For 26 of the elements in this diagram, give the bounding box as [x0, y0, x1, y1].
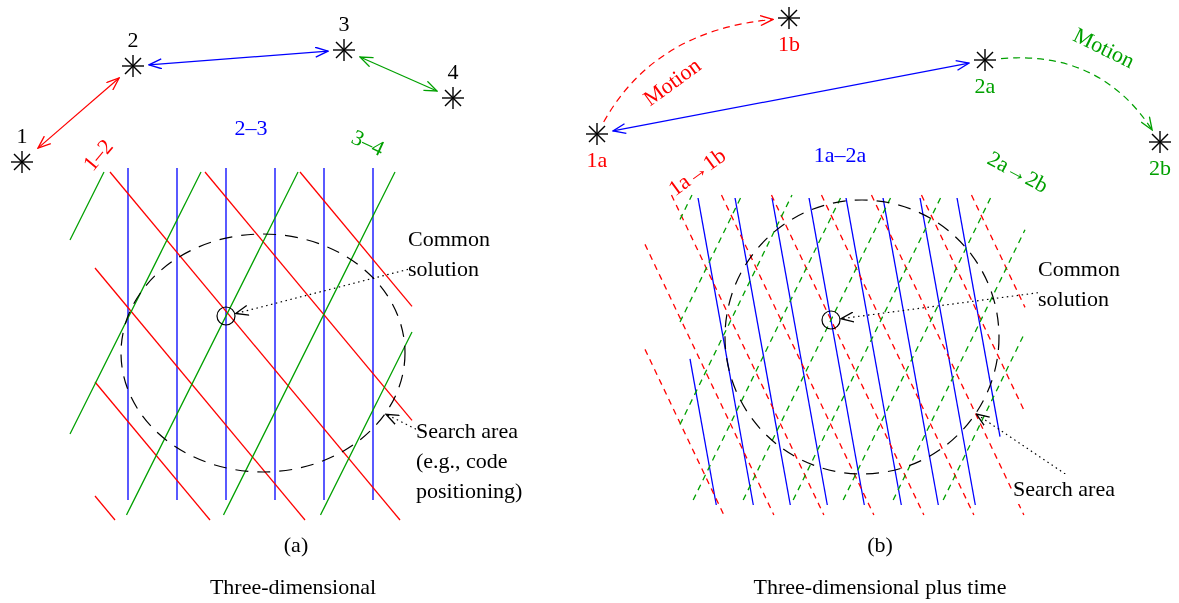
- arrow: [1000, 57, 1153, 131]
- point-label: 1: [16, 122, 28, 150]
- point-label: 1b: [778, 30, 800, 58]
- text-label: Three-dimensional: [209, 576, 377, 598]
- arrow: [612, 59, 970, 135]
- arrow: [37, 77, 120, 149]
- leader-line: [235, 268, 409, 316]
- leader-line: [840, 292, 1039, 323]
- leader-line: [975, 413, 1066, 475]
- point-label: 2a: [974, 72, 996, 100]
- point-label: 4: [447, 58, 459, 86]
- arrow: [359, 56, 438, 92]
- point-label: 3: [338, 10, 350, 38]
- text-label: 2–3: [234, 117, 268, 139]
- text-label: (b): [867, 534, 893, 556]
- arrow: [148, 46, 329, 70]
- point-label: 2: [127, 26, 139, 54]
- arrow: [603, 15, 774, 123]
- text-label: (a): [283, 534, 309, 556]
- point-label: 1a: [586, 146, 608, 174]
- text-label: 1–2: [78, 135, 118, 175]
- point-label: 2b: [1149, 154, 1171, 182]
- text-label: Three-dimensional plus time: [753, 576, 1007, 598]
- text-label: 1a–2a: [813, 144, 867, 166]
- text-label: 3–4: [348, 126, 388, 160]
- leader-line: [385, 413, 417, 430]
